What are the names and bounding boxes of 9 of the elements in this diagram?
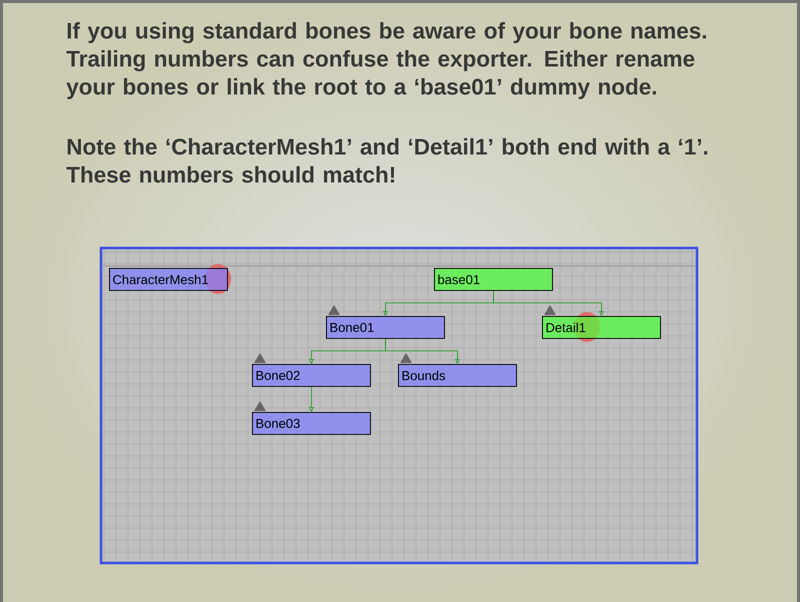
bone-box: Detail1: [542, 316, 661, 339]
note-text: Note the ‘CharacterMesh1’ and ‘Detail1’ both end with a ‘1’. These numbers should match!: [66, 138, 708, 183]
bone-box: Bone01: [326, 316, 445, 339]
bone-box: Bone02: [252, 364, 371, 387]
instruction-text: If you using standard bones be aware of your bone names. Trailing numbers can confuse the exporter. Either rename your bones or link the root to a ‘base01’ dummy node.: [66, 22, 706, 100]
bone-box: Bone03: [252, 412, 371, 435]
bone-box: base01: [434, 268, 553, 291]
bone-box: CharacterMesh1: [109, 268, 228, 291]
bone-box: Bounds: [398, 364, 517, 387]
